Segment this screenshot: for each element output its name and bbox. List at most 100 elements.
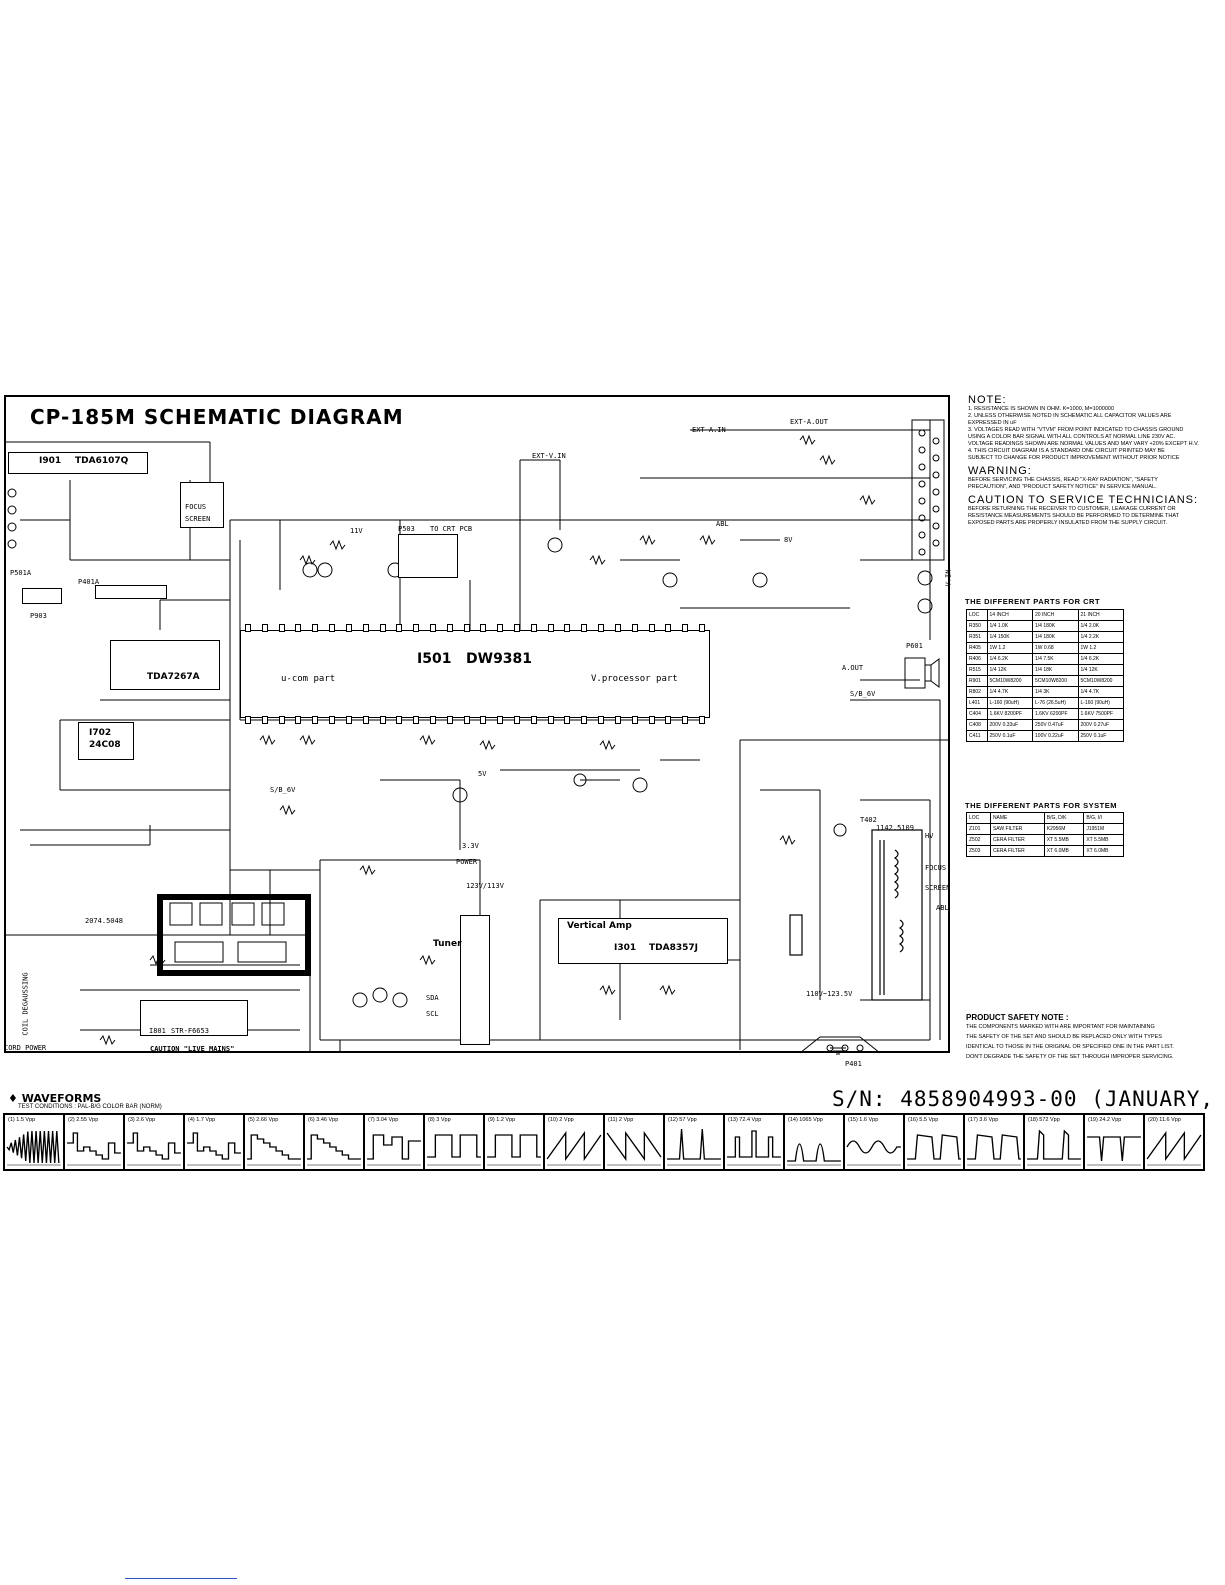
ext-ain-label: EXT-A.IN [692,426,726,434]
ic-vertical-ref: I301 [614,943,637,953]
ext-vin-label: EXT-V.IN [532,452,566,460]
p501a-label: P501A [10,569,32,577]
table-cell: R405 [966,642,988,654]
note-line: 4. THIS CIRCUIT DIAGRAM IS A STANDARD ON… [968,448,1165,454]
table-cell: 1/4 3K [1032,686,1079,698]
waveform-vpp-label: (6) 3.46 Vpp [308,1117,339,1123]
table-cell: R350 [966,620,988,632]
ic-crt-drive-part: TDA6107Q [75,456,129,466]
table-cell: LOC [966,609,988,621]
crt-focus-block: FOCUS SCREEN [180,482,224,528]
waveform-cell: (2) 2.55 Vpp [65,1115,123,1169]
table-cell: 1/4 6.2K [1077,653,1124,665]
crt-table-title: THE DIFFERENT PARTS FOR CRT [965,597,1101,606]
table-cell: 1/4 1.0K [986,620,1034,632]
ic-eeprom: I702 24C08 [78,722,134,760]
table-cell: 200V 0.27uF [1077,719,1124,731]
table-cell: XT 6.0MB [1043,845,1085,857]
safety-line: THE COMPONENTS MARKED WITH ARE IMPORTANT… [966,1024,1155,1030]
table-cell: 1W 1.2 [1077,642,1124,654]
table-cell: R901 [966,675,988,687]
waveform-trace [307,1134,361,1166]
table-cell: 5CM10W8200 [1032,675,1079,687]
table-cell: R515 [966,664,988,676]
table-cell: 21 INCH [1077,609,1124,621]
note-line: 1. RESISTANCE IS SHOWN IN OHM. K=1000, M… [968,406,1115,412]
coil-degauss-label: COIL DEGAUSSING [21,972,30,1036]
waveform-line [6,1130,60,1164]
ext-aout-label: EXT-A.OUT [790,418,828,426]
waveform-trace [187,1132,241,1166]
waveform-line [427,1134,481,1158]
system-table-title: THE DIFFERENT PARTS FOR SYSTEM [965,801,1117,810]
ic-main-ucom-label: u-com part [281,674,336,684]
waveform-trace [1146,1130,1202,1166]
ic-main-bottom-pins [245,716,705,724]
v5-label: 5V [478,770,487,778]
waveform-vpp-label: (18) 572 Vpp [1028,1117,1060,1123]
waveform-vpp-label: (3) 2.6 Vpp [128,1117,156,1123]
a-out-label: A.OUT [842,664,864,672]
to-crt-label: TO CRT PCB [430,525,473,533]
flyback-abl-label: ABL [936,904,949,912]
table-cell: XT 6.0MB [1083,845,1124,857]
waveform-cell: (11) 2 Vpp [605,1115,663,1169]
waveform-vpp-label: (11) 2 Vpp [608,1117,634,1123]
waveform-trace [67,1132,121,1166]
table-cell: LOC [966,812,991,824]
table-cell: 1.6KV 7500PF [1077,708,1124,720]
table-cell: 1/4 18K [1032,664,1079,676]
waveform-cell: (18) 572 Vpp [1025,1115,1083,1169]
sda-label: SDA [426,994,439,1002]
waveform-cell: (16) 5.5 Vpp [905,1115,963,1169]
table-cell: 1.6KV 8200PF [986,708,1034,720]
waveform-line [487,1134,541,1158]
note-line: 3. VOLTAGES READ WITH "VTVM" FROM POINT … [968,427,1184,433]
ic-main-processor: I501 DW9381 u-com part V.processor part [240,624,710,724]
safety-note: PRODUCT SAFETY NOTE : THE COMPONENTS MAR… [966,1013,1216,1062]
ic-crt-drive: I901 TDA6107Q [8,452,148,474]
waveform-vpp-label: (17) 3.6 Vpp [968,1117,999,1123]
waveform-strip: (1) 1.5 Vpp (2) 2.55 Vpp (3) 2.6 Vpp (4) 1.… [3,1113,1205,1171]
safety-line: THE SAFETY OF THE SET AND SHOULD BE REPL… [966,1034,1162,1040]
table-cell: 5CM10W8200 [1077,675,1124,687]
waveform-vpp-label: (1) 1.5 Vpp [8,1117,36,1123]
waveforms-conditions: TEST CONDITIONS : PAL-B/G COLOR BAR (NOR… [18,1104,162,1110]
notes-panel: NOTE: 1. RESISTANCE IS SHOWN IN OHM. K=1… [968,394,1218,527]
table-cell: 250V 0.47uF [1032,719,1079,731]
table-cell: 1.6KV 6200PF [1032,708,1079,720]
waveform-vpp-label: (13) 72.4 Vpp [728,1117,762,1123]
table-cell: R802 [966,686,988,698]
v8-label: 8V [784,536,793,544]
waveform-line [1146,1130,1202,1162]
table-cell: Z101 [966,823,991,835]
waveform-vpp-label: (7) 3.04 Vpp [368,1117,399,1123]
waveform-vpp-label: (4) 1.7 Vpp [188,1117,216,1123]
waveform-vpp-label: (20) 11.6 Vpp [1148,1117,1181,1123]
table-cell: 200V 0.33uF [986,719,1034,731]
ic-vertical-title: Vertical Amp [567,921,632,931]
waveform-line [846,1140,901,1154]
p401a-label: P401A [78,578,100,586]
note-line: EXPRESSED IN uF [968,420,1017,426]
schematic-sheet [4,395,950,1053]
ic-power-part: STR-F6653 [171,1027,209,1035]
warning-line: PRECAUTION", AND "PRODUCT SAFETY NOTICE"… [968,484,1157,490]
table-cell: R351 [966,631,988,643]
table-cell: SAW FILTER [989,823,1045,835]
waveform-trace [6,1130,61,1166]
safety-line: IDENTICAL TO THOSE IN THE ORIGINAL OR SP… [966,1044,1174,1050]
table-cell: K2956M [1043,823,1085,835]
warning-title: WARNING: [968,465,1032,477]
waveform-line [907,1134,961,1160]
table-cell: 1/4 180K [1032,631,1079,643]
